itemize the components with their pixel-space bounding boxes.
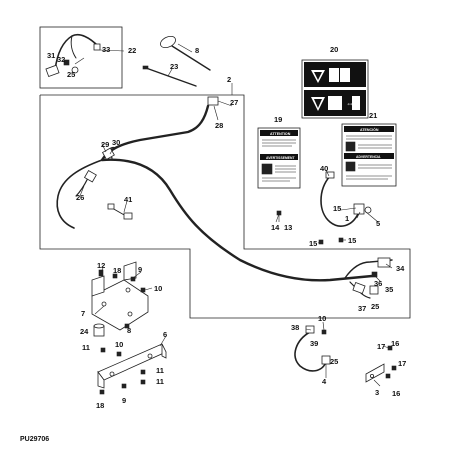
callout-10c: 10 — [318, 314, 326, 323]
callout-12: 12 — [97, 261, 105, 270]
callout-11b: 11 — [156, 366, 164, 375]
part-24-spacer — [93, 323, 105, 337]
callout-33: 33 — [102, 45, 110, 54]
callout-32: 32 — [57, 55, 65, 64]
callout-11c: 11 — [156, 377, 164, 386]
callout-15b: 15 — [309, 239, 317, 248]
callout-1: 1 — [345, 214, 349, 223]
callout-36: 36 — [374, 279, 382, 288]
part-3-sensor-bracket — [365, 345, 397, 383]
callout-41: 41 — [124, 195, 132, 204]
callout-39: 39 — [310, 339, 318, 348]
part-7-mount-bracket — [91, 261, 149, 331]
callout-29: 29 — [101, 140, 109, 149]
callout-9: 9 — [138, 265, 142, 274]
callout-14: 14 — [271, 223, 280, 232]
callout-40: 40 — [320, 164, 328, 173]
callout-17b: 17 — [398, 359, 406, 368]
part-19-safety-decal: ATTENTION AVERTISSEMENT — [257, 127, 301, 189]
callout-28: 28 — [215, 121, 223, 130]
callout-labels: 31 32 33 25 22 8 23 20 2 27 28 19 21 30 … — [47, 45, 406, 410]
fasteners-15 — [318, 237, 344, 245]
harness-group-frame — [39, 94, 411, 319]
callout-2: 2 — [227, 75, 231, 84]
inset-cable-31 — [45, 33, 101, 77]
callout-8b: 8 — [127, 326, 131, 335]
svg-text:⇔: ⇔ — [346, 99, 354, 108]
callout-34: 34 — [396, 264, 405, 273]
callout-30: 30 — [112, 138, 120, 147]
callout-25: 25 — [67, 70, 75, 79]
part-4-sensor-harness — [294, 325, 331, 372]
callout-18b: 18 — [96, 401, 104, 410]
callout-10: 10 — [154, 284, 162, 293]
callout-9b: 9 — [122, 396, 126, 405]
callout-6: 6 — [163, 330, 167, 339]
callout-18: 18 — [113, 266, 121, 275]
decal-21-title: ATENCIÓN — [360, 127, 379, 132]
callout-16: 16 — [391, 339, 399, 348]
part-20-warning-decal: ⇔ — [301, 59, 369, 119]
leader-lines — [79, 43, 393, 387]
callout-27: 27 — [230, 98, 238, 107]
callout-7: 7 — [81, 309, 85, 318]
callout-4: 4 — [322, 377, 327, 386]
callout-15: 15 — [333, 204, 341, 213]
inset-frame-top-left — [39, 26, 123, 89]
callout-5: 5 — [376, 219, 380, 228]
decal-21-subtitle: ADVERTENCIA — [356, 155, 381, 159]
callout-17: 17 — [377, 342, 385, 351]
fasteners-14-13 — [276, 210, 282, 222]
part-21-safety-decal: ATENCIÓN ADVERTENCIA — [341, 123, 397, 187]
callout-10b: 10 — [115, 340, 123, 349]
callout-35: 35 — [385, 285, 393, 294]
part-8-coil-strap — [160, 35, 211, 71]
callout-38: 38 — [291, 323, 299, 332]
part-23-cable-tie — [142, 65, 197, 87]
callout-31: 31 — [47, 51, 55, 60]
callout-25b: 25 — [371, 302, 379, 311]
hardware-near-brackets — [98, 269, 146, 395]
callout-13: 13 — [284, 223, 292, 232]
callout-23: 23 — [170, 62, 178, 71]
drawing-id-label: PU29706 — [20, 436, 49, 443]
callout-37: 37 — [358, 304, 366, 313]
callout-3: 3 — [375, 388, 379, 397]
callout-8: 8 — [195, 46, 199, 55]
callout-24: 24 — [80, 327, 89, 336]
callout-21: 21 — [369, 111, 377, 120]
callout-19: 19 — [274, 115, 282, 124]
part-6-support-bracket — [97, 343, 167, 389]
callout-15c: 15 — [348, 236, 356, 245]
callout-26: 26 — [76, 193, 84, 202]
callout-22: 22 — [128, 46, 136, 55]
callout-20: 20 — [330, 45, 338, 54]
callout-11: 11 — [82, 343, 90, 352]
decal-19-title: ATTENTION — [270, 132, 291, 136]
callout-25c: 25 — [330, 357, 338, 366]
part-41-connector — [107, 203, 133, 220]
decal-19-subtitle: AVERTISSEMENT — [266, 156, 296, 160]
part-2-main-harness — [56, 96, 393, 299]
callout-16b: 16 — [392, 389, 400, 398]
